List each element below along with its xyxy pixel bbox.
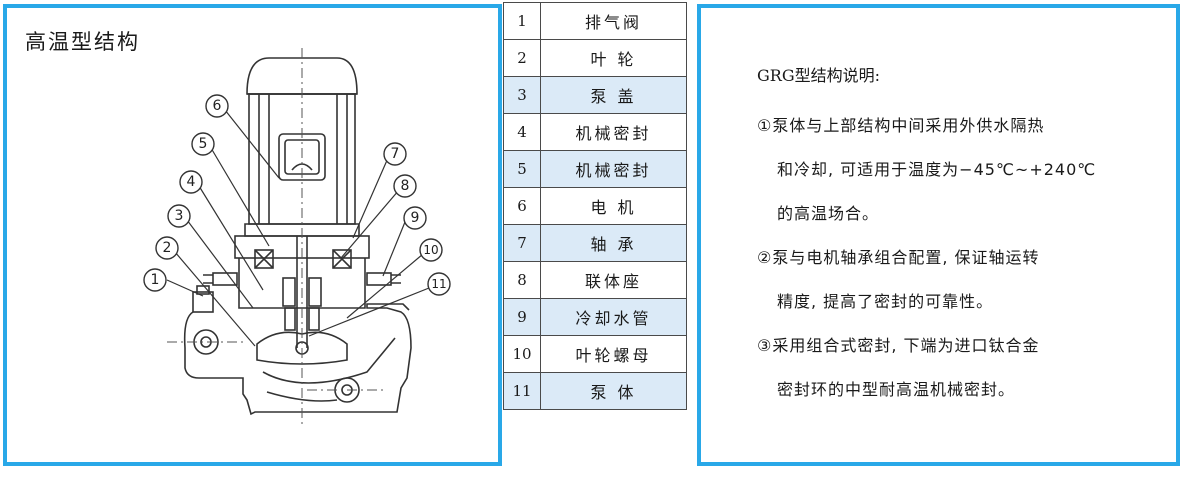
description-line: 密封环的中型耐高温机械密封。 bbox=[777, 380, 1016, 399]
part-number: 2 bbox=[503, 39, 541, 77]
callout-label-10: 10 bbox=[423, 243, 438, 257]
diagram-title: 高温型结构 bbox=[25, 30, 140, 54]
table-row: 5 机械密封 bbox=[503, 150, 687, 188]
part-number: 1 bbox=[503, 2, 541, 40]
description-line: ③采用组合式密封, 下端为进口钛合金 bbox=[757, 336, 1040, 355]
part-name: 叶轮螺母 bbox=[540, 335, 687, 373]
part-name: 叶 轮 bbox=[540, 39, 687, 77]
part-number: 10 bbox=[503, 335, 541, 373]
table-row: 1 排气阀 bbox=[503, 2, 687, 40]
callout-label-2: 2 bbox=[163, 240, 172, 256]
part-number: 9 bbox=[503, 298, 541, 336]
part-number: 3 bbox=[503, 76, 541, 114]
part-name: 机械密封 bbox=[540, 150, 687, 188]
part-name: 机械密封 bbox=[540, 113, 687, 151]
part-name: 轴 承 bbox=[540, 224, 687, 262]
diagram-panel: 高温型结构 bbox=[3, 4, 502, 466]
callout-label-1: 1 bbox=[151, 272, 160, 288]
callout-6 bbox=[205, 94, 229, 118]
description-heading: GRG型结构说明: bbox=[757, 66, 881, 85]
table-row: 10 叶轮螺母 bbox=[503, 335, 687, 373]
callout-4 bbox=[179, 170, 203, 194]
structure-description: GRG型结构说明: ①泵体与上部结构中间采用外供水隔热 和冷却, 可适用于温度为… bbox=[757, 48, 1157, 412]
callout-label-9: 9 bbox=[411, 210, 420, 226]
impeller bbox=[256, 331, 348, 365]
motor-fan-cover bbox=[246, 57, 358, 95]
part-name: 电 机 bbox=[540, 187, 687, 225]
callout-label-6: 6 bbox=[213, 98, 222, 114]
callout-1 bbox=[143, 268, 167, 292]
callout-11 bbox=[427, 272, 451, 296]
table-row: 2 叶 轮 bbox=[503, 39, 687, 77]
part-number: 5 bbox=[503, 150, 541, 188]
callout-label-3: 3 bbox=[175, 208, 184, 224]
parts-table: 1 排气阀 2 叶 轮 3 泵 盖 4 机械密封 5 机械密封 6 电 机 7 … bbox=[503, 2, 687, 410]
table-row: 8 联体座 bbox=[503, 261, 687, 299]
table-row: 9 冷却水管 bbox=[503, 298, 687, 336]
part-name: 泵 盖 bbox=[540, 76, 687, 114]
table-row: 6 电 机 bbox=[503, 187, 687, 225]
part-number: 7 bbox=[503, 224, 541, 262]
callout-label-5: 5 bbox=[199, 136, 208, 152]
callout-label-11: 11 bbox=[431, 277, 446, 291]
callout-label-8: 8 bbox=[401, 178, 410, 194]
part-name: 联体座 bbox=[540, 261, 687, 299]
callout-3 bbox=[167, 204, 191, 228]
callout-8 bbox=[393, 174, 417, 198]
table-row: 7 轴 承 bbox=[503, 224, 687, 262]
part-name: 排气阀 bbox=[540, 2, 687, 40]
part-number: 11 bbox=[503, 372, 541, 410]
description-line: 的高温场合。 bbox=[777, 204, 880, 223]
callout-7 bbox=[383, 142, 407, 166]
description-line: 和冷却, 可适用于温度为−45℃~+240℃ bbox=[777, 160, 1097, 179]
description-line: ②泵与电机轴承组合配置, 保证轴运转 bbox=[757, 248, 1040, 267]
table-row: 3 泵 盖 bbox=[503, 76, 687, 114]
part-number: 6 bbox=[503, 187, 541, 225]
table-row: 4 机械密封 bbox=[503, 113, 687, 151]
pump-cross-section-diagram: 6 5 4 3 2 1 7 8 9 10 11 bbox=[143, 48, 451, 428]
description-panel: GRG型结构说明: ①泵体与上部结构中间采用外供水隔热 和冷却, 可适用于温度为… bbox=[697, 4, 1180, 466]
part-name: 冷却水管 bbox=[540, 298, 687, 336]
table-row: 11 泵 体 bbox=[503, 372, 687, 410]
description-line: ①泵体与上部结构中间采用外供水隔热 bbox=[757, 116, 1045, 135]
callout-9 bbox=[403, 206, 427, 230]
callout-label-4: 4 bbox=[187, 174, 196, 190]
part-number: 8 bbox=[503, 261, 541, 299]
part-name: 泵 体 bbox=[540, 372, 687, 410]
pump-body bbox=[183, 303, 412, 416]
callout-label-7: 7 bbox=[391, 146, 400, 162]
callout-2 bbox=[155, 236, 179, 260]
callout-5 bbox=[191, 132, 215, 156]
part-number: 4 bbox=[503, 113, 541, 151]
callout-10 bbox=[419, 238, 443, 262]
description-line: 精度, 提高了密封的可靠性。 bbox=[777, 292, 994, 311]
